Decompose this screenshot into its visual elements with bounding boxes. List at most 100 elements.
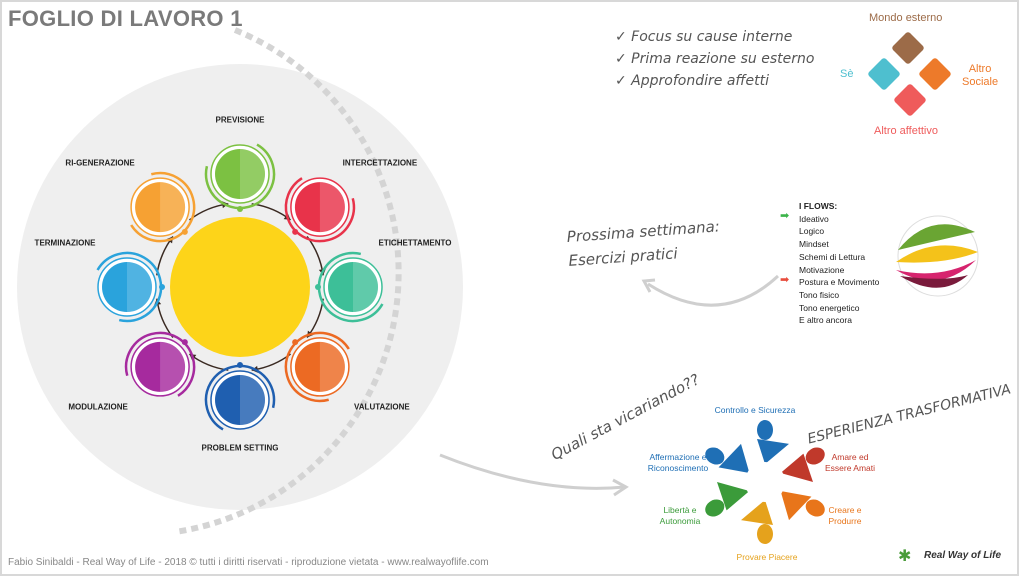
need-label-line: Riconoscimento: [647, 463, 709, 473]
cycle-node-highlight: [319, 341, 345, 392]
cycle-nodes: [91, 138, 389, 436]
cycle-node-label: RI-GENERAZIONE: [65, 158, 135, 168]
cycle-node-label: VALUTAZIONE: [354, 402, 410, 412]
need-label-line: Autonomia: [659, 516, 701, 526]
cycle-node-label: PREVISIONE: [215, 115, 265, 125]
cycle-node-highlight: [240, 375, 265, 425]
flows-list: I FLOWS: Ideativo Logico Mindset Schemi …: [799, 200, 879, 327]
quadrant-label-right-line2: Sociale: [962, 76, 999, 88]
flows-marker-green-icon: ➡: [780, 210, 790, 222]
cycle-node-disc: [215, 375, 265, 425]
needs-figure-body: [780, 491, 812, 521]
cycle-node-disc: [215, 149, 265, 199]
needs-figure-body: [718, 443, 750, 473]
cycle-node-outer-ring: [317, 251, 389, 323]
question-arrowhead: [612, 478, 629, 497]
quadrant-diamond-left: [868, 58, 900, 90]
flows-header: I FLOWS:: [799, 201, 838, 211]
quadrant-label-right-line1: Altro: [968, 63, 992, 75]
quadrant-diamond-top: [892, 32, 924, 64]
cycle-node-outer-ring: [284, 171, 356, 243]
needs-figure: [705, 420, 825, 544]
question-arrow: [439, 453, 626, 490]
cycle-node-disc: [328, 262, 378, 312]
cycle-node-highlight: [160, 182, 186, 233]
cycle-node-highlight: [240, 149, 265, 199]
quadrant-diamond-bottom: [894, 84, 926, 116]
page-title: FOGLIO DI LAVORO 1: [8, 6, 243, 31]
central-sun: [170, 217, 310, 357]
quadrant-diamond-right: [919, 58, 951, 90]
quadrant-diagram: [868, 32, 951, 116]
flows-item: Postura e Movimento: [799, 277, 880, 288]
need-label: Provare Piacere: [737, 552, 798, 563]
flows-item: Logico: [799, 226, 825, 237]
cycle-node-disc: [294, 341, 345, 392]
flows-item: Tono energetico: [799, 302, 860, 313]
cycle-node-outer-ring: [204, 364, 276, 436]
flows-item: E altro ancora: [799, 315, 852, 326]
flows-item: Schemi di Lettura: [799, 251, 866, 262]
checklist: ✓ Focus su cause interne ✓ Prima reazion…: [615, 26, 814, 92]
need-label-line: Controllo e Sicurezza: [714, 405, 796, 415]
needs-figure-body: [780, 453, 813, 482]
needs-figure-body: [717, 482, 750, 511]
outer-dashed-arc: [174, 27, 402, 535]
quadrant-label-bottom: Altro affettivo: [874, 125, 938, 137]
cycle-node-outer-ring: [91, 251, 163, 323]
quadrant-label-right: Altro Sociale: [962, 63, 998, 89]
needs-figure-head: [705, 499, 725, 517]
needs-figure-head: [705, 447, 725, 465]
needs-figure-head: [757, 420, 773, 440]
needs-figure-head: [805, 447, 825, 465]
cycle-node-label: INTERCETTAZIONE: [342, 158, 418, 168]
need-label-line: Amare ed: [831, 452, 869, 462]
cycle-node-disc: [102, 262, 152, 312]
cycle-node-disc: [135, 182, 186, 233]
need-label-line: Affermazione e: [649, 452, 707, 462]
cycle-node-label: PROBLEM SETTING: [201, 443, 279, 453]
brand-logo-text: Real Way of Life: [924, 550, 1002, 561]
cycle-node-outer-ring: [124, 171, 196, 243]
quadrant-label-top: Mondo esterno: [869, 12, 943, 24]
flows-item: Ideativo: [799, 213, 829, 224]
cycle-node-outer-ring: [124, 331, 196, 403]
needs-figure-center: [745, 462, 785, 502]
flows-item: Tono fisico: [799, 289, 840, 300]
flows-to-next-week-arrowhead: [641, 278, 656, 293]
flows-item: Mindset: [799, 239, 829, 250]
cycle-node-highlight: [160, 341, 186, 392]
cycle-node-label: MODULAZIONE: [68, 402, 128, 412]
cycle-node-highlight: [353, 262, 378, 312]
needs-figure-head: [757, 524, 773, 544]
tree-logo-icon: ✱: [898, 548, 912, 565]
checklist-item: ✓ Prima reazione su esterno: [615, 51, 815, 67]
cycle-node-label: ETICHETTAMENTO: [378, 238, 452, 248]
flows-to-next-week-arrow: [647, 274, 780, 307]
needs-figure-body: [757, 439, 789, 464]
cycle-node-disc: [135, 341, 186, 392]
cycle-node-outer-ring: [284, 331, 356, 403]
need-label-line: Produrre: [828, 516, 862, 526]
checklist-item: ✓ Focus su cause interne: [615, 29, 793, 45]
need-label-line: Creare e: [828, 505, 862, 515]
need-label-line: Libertà e: [663, 505, 697, 515]
quadrant-label-left: Sè: [840, 68, 854, 80]
footer-copyright: Fabio Sinibaldi - Real Way of Life - 201…: [8, 557, 489, 568]
cycle-node-disc: [294, 182, 345, 233]
needs-figure-head: [805, 499, 825, 517]
need-label-line: Essere Amati: [824, 463, 876, 473]
cycle-node-outer-ring: [204, 138, 276, 210]
need-label: Controllo e Sicurezza: [715, 405, 796, 416]
flows-item: Motivazione: [799, 264, 845, 275]
flows-marker-red-icon: ➡: [780, 274, 790, 286]
need-label-line: Provare Piacere: [736, 552, 798, 562]
needs-figure-body: [741, 500, 773, 525]
flows-logo: [896, 215, 979, 297]
